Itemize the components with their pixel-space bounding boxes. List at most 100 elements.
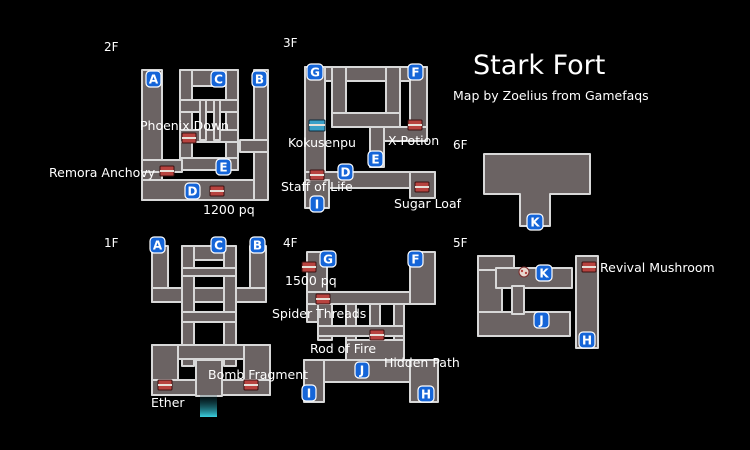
item-label-remora-anchovy: Remora Anchovy <box>49 165 156 180</box>
floor-tile <box>181 267 237 277</box>
chest-bomb-fragment <box>243 379 259 391</box>
warp-marker-2f-e: E <box>215 158 232 176</box>
npc-sprite-icon <box>518 266 530 278</box>
warp-marker-2f-c: C <box>210 70 227 88</box>
chest-staff-of-life <box>309 169 325 181</box>
item-label-1200-pq: 1200 pq <box>203 202 255 217</box>
svg-text:K: K <box>539 267 549 281</box>
floor-5f-map <box>477 255 599 349</box>
svg-text:F: F <box>411 66 419 80</box>
svg-text:H: H <box>421 388 431 402</box>
chest-spider-threads <box>315 293 331 305</box>
warp-marker-2f-d: D <box>184 182 201 200</box>
map-credit: Map by Zoelius from Gamefaqs <box>453 88 649 103</box>
floor-label-5f: 5F <box>453 236 468 250</box>
chest-sugar-loaf <box>414 181 430 193</box>
floor-tile <box>393 303 405 345</box>
floor-tile <box>317 325 405 337</box>
floor-6f-map <box>483 153 591 227</box>
item-label-spider-threads: Spider Threads <box>272 306 366 321</box>
item-label-sugar-loaf: Sugar Loaf <box>394 196 462 211</box>
svg-text:E: E <box>371 153 379 167</box>
warp-marker-3f-f: F <box>407 63 424 81</box>
svg-text:C: C <box>214 239 223 253</box>
warp-marker-4f-f: F <box>407 250 424 268</box>
warp-marker-1f-a: A <box>149 236 166 254</box>
item-label-revival-mushroom: Revival Mushroom <box>600 260 715 275</box>
floor-label-2f: 2F <box>104 40 119 54</box>
svg-text:K: K <box>530 216 540 230</box>
exit-glow <box>200 395 217 417</box>
svg-text:I: I <box>307 387 311 401</box>
svg-text:I: I <box>315 198 319 212</box>
svg-text:B: B <box>253 239 262 253</box>
chest-remora-anchovy <box>159 165 175 177</box>
floor-tile <box>483 153 591 227</box>
warp-marker-2f-b: B <box>251 70 268 88</box>
floor-tile <box>151 287 267 303</box>
chest-ether <box>157 379 173 391</box>
svg-text:H: H <box>582 334 592 348</box>
chest-x-potion <box>407 119 423 131</box>
floor-tile <box>511 285 525 315</box>
warp-marker-4f-j: J <box>354 361 370 379</box>
warp-marker-1f-b: B <box>249 236 266 254</box>
warp-marker-3f-g: G <box>306 63 324 81</box>
floor-tile <box>181 311 237 323</box>
svg-text:A: A <box>149 73 159 87</box>
item-label-x-potion: X-Potion <box>388 133 439 148</box>
warp-marker-2f-a: A <box>145 70 162 88</box>
floor-tile <box>477 311 571 337</box>
chest-rod-of-fire <box>369 329 385 341</box>
warp-marker-4f-i: I <box>301 384 317 402</box>
floor-tile <box>179 99 239 113</box>
chest-1500-pq <box>301 261 317 273</box>
floor-label-4f: 4F <box>283 236 298 250</box>
warp-marker-1f-c: C <box>210 236 227 254</box>
warp-marker-4f-h: H <box>417 385 435 403</box>
map-title: Stark Fort <box>473 50 605 81</box>
chest-kokusenpu <box>308 119 326 132</box>
svg-text:J: J <box>359 364 364 378</box>
floor-tile <box>331 112 401 128</box>
svg-text:J: J <box>538 314 543 328</box>
item-label-ether: Ether <box>151 395 185 410</box>
floor-tile <box>195 359 223 397</box>
floor-tile <box>495 267 573 289</box>
floor-label-1f: 1F <box>104 236 119 250</box>
svg-text:E: E <box>219 161 227 175</box>
floor-tile <box>213 99 221 141</box>
item-label-1500-pq: 1500 pq <box>285 273 337 288</box>
chest-1200-pq <box>209 185 225 197</box>
item-label-bomb-fragment: Bomb Fragment <box>208 367 308 382</box>
warp-marker-6f-k: K <box>526 213 544 231</box>
warp-marker-3f-d: D <box>337 163 354 181</box>
floor-tile <box>199 99 207 141</box>
floor-tile <box>239 139 269 153</box>
floor-tile <box>253 69 269 201</box>
floor-label-3f: 3F <box>283 36 298 50</box>
svg-text:B: B <box>255 73 264 87</box>
floor-1f-map <box>151 245 271 417</box>
warp-marker-3f-i: I <box>309 195 325 213</box>
svg-text:G: G <box>310 66 320 80</box>
warp-marker-5f-k: K <box>535 264 553 282</box>
floor-2f-map <box>141 69 269 201</box>
warp-marker-5f-h: H <box>578 331 596 349</box>
floor-tile <box>141 179 268 201</box>
warp-marker-5f-j: J <box>533 311 550 329</box>
svg-text:F: F <box>411 253 419 267</box>
svg-text:C: C <box>214 73 223 87</box>
chest-revival-mushroom <box>581 261 597 273</box>
chest-phoenix-down <box>181 132 197 144</box>
item-label-rod-of-fire: Rod of Fire <box>310 341 376 356</box>
svg-text:G: G <box>323 253 333 267</box>
svg-text:D: D <box>341 166 351 180</box>
item-label-staff-of-life: Staff of Life <box>281 179 353 194</box>
svg-text:A: A <box>153 239 163 253</box>
item-label-phoenix-down: Phoenix Down <box>140 118 229 133</box>
item-label-kokusenpu: Kokusenpu <box>288 135 356 150</box>
floor-label-6f: 6F <box>453 138 468 152</box>
svg-text:D: D <box>188 185 198 199</box>
